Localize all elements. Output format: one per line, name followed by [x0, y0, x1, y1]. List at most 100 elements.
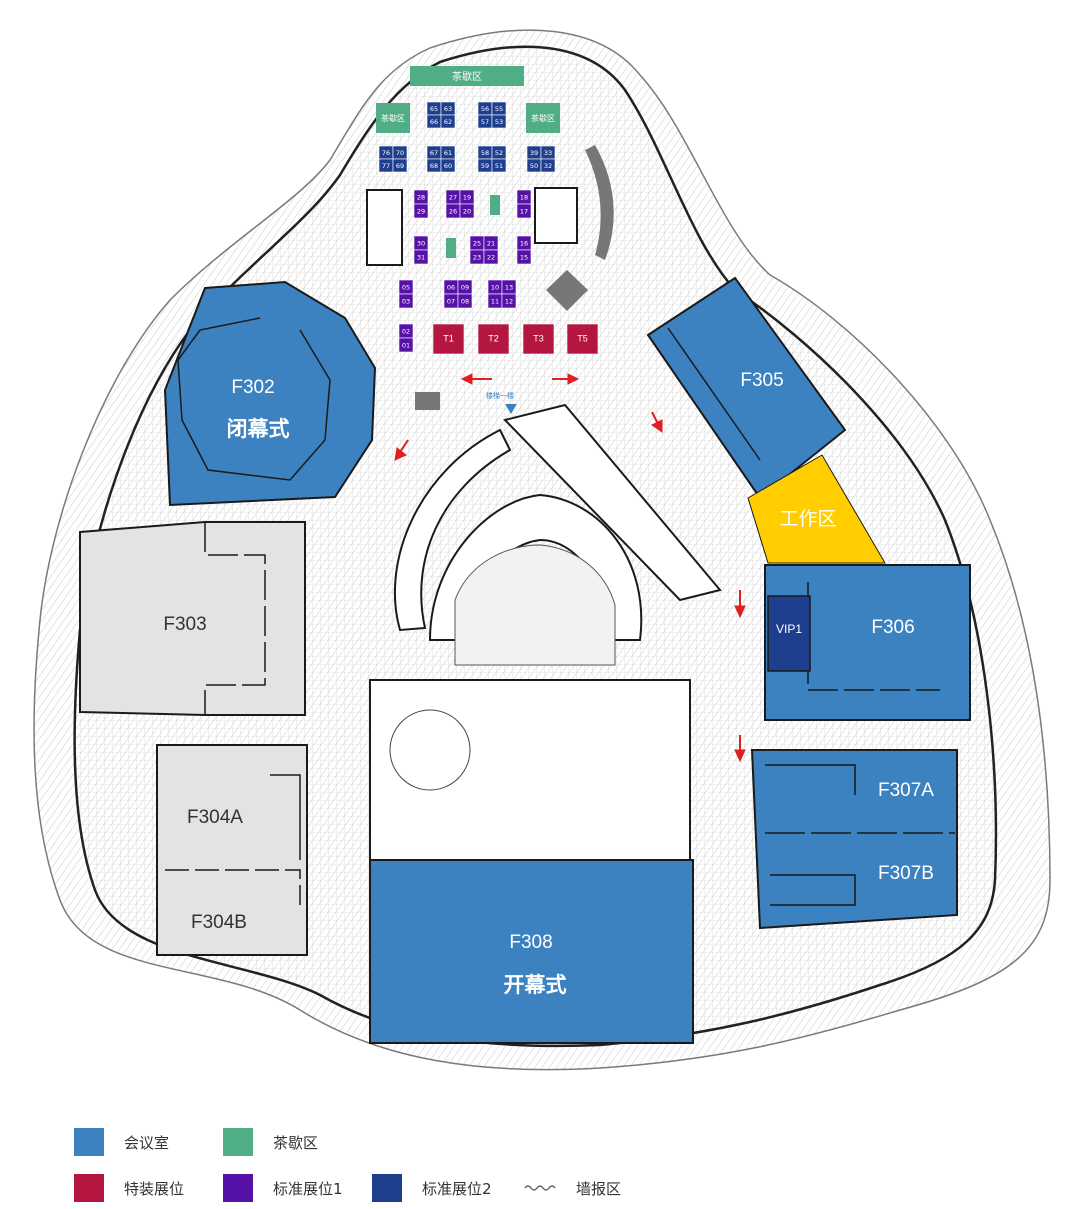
f302-label: F302: [231, 377, 274, 398]
arrow-right-icon: [552, 373, 580, 385]
f304b-label: F304B: [191, 912, 247, 933]
theatre-seating: [454, 544, 616, 666]
std2-booth-label: 51: [495, 162, 503, 170]
room-f304[interactable]: [156, 744, 308, 956]
legend-item-meeting: 会议室: [74, 1128, 169, 1156]
std1-booth-01[interactable]: [398, 337, 414, 353]
f305-inner-wall: [667, 327, 761, 461]
std2-booth-69[interactable]: [392, 158, 408, 173]
wave-icon: [524, 1174, 556, 1202]
arrow-down-right-icon: [651, 411, 663, 433]
central-arc-wall: [393, 428, 512, 632]
special-booth-label: T1: [443, 334, 454, 344]
direction-arrows: [394, 373, 746, 763]
special-booth-T3[interactable]: [522, 323, 555, 355]
std1-booth-22[interactable]: [483, 249, 499, 265]
curved-partition: [585, 145, 614, 260]
std2-booth-62[interactable]: [440, 114, 456, 129]
std1-booth-label: 29: [417, 208, 425, 216]
std1-booth-label: 09: [461, 284, 469, 292]
room-f307[interactable]: [750, 749, 958, 930]
std2-booth-60[interactable]: [440, 158, 456, 173]
tea-break-top[interactable]: [410, 66, 524, 86]
std2-booth-label: 68: [430, 162, 438, 170]
special-booth-label: T3: [533, 334, 544, 344]
entrance-icon: [505, 404, 517, 414]
f306-label: F306: [871, 617, 914, 638]
room-f305[interactable]: [646, 276, 847, 500]
std1-booth-label: 21: [487, 240, 495, 248]
floor-plan-map: F302 闭幕式 F303 F304A F304B F305 工作区 VIP1 …: [33, 29, 1051, 1071]
f304a-label: F304A: [187, 807, 243, 828]
f307a-label: F307A: [878, 780, 934, 801]
std2-booth-53[interactable]: [491, 114, 507, 129]
std1-booth-label: 18: [520, 194, 528, 202]
std2-booth-label: 77: [382, 162, 390, 170]
std1-booth-label: 23: [473, 254, 481, 262]
special-booth-T5[interactable]: [566, 323, 599, 355]
std1-booth-label: 13: [505, 284, 513, 292]
legend-label-tea: 茶歇区: [273, 1133, 319, 1152]
std1-booth-15[interactable]: [516, 249, 532, 265]
std1-booth-17[interactable]: [516, 203, 532, 219]
work-zone-label: 工作区: [779, 508, 836, 530]
arrow-left-icon: [460, 373, 492, 385]
std1-booth-label: 11: [491, 298, 499, 306]
legend-swatch-meeting: [74, 1128, 104, 1156]
vip1-label: VIP1: [776, 622, 802, 636]
special-booth-label: T2: [488, 334, 499, 344]
legend-item-special: 特装展位: [74, 1174, 184, 1202]
std1-booth-label: 31: [417, 254, 425, 262]
std2-booth-label: 76: [382, 149, 390, 157]
tea-break-right[interactable]: [526, 103, 560, 133]
legend-item-tea: 茶歇区: [223, 1128, 318, 1156]
std2-booth-label: 50: [530, 162, 538, 170]
std2-booth-label: 60: [444, 162, 452, 170]
std2-booth-label: 62: [444, 118, 452, 126]
std1-booth-12[interactable]: [501, 293, 517, 309]
vip1-room[interactable]: [767, 595, 811, 672]
std1-booth-20[interactable]: [459, 203, 475, 219]
tea-break-small-2[interactable]: [446, 238, 456, 258]
std2-booth-label: 63: [444, 105, 452, 113]
room-f302[interactable]: [163, 280, 377, 507]
central-hall: [369, 679, 691, 861]
std1-booth-label: 26: [449, 208, 457, 216]
std2-booth-label: 58: [481, 149, 489, 157]
entrance-label: 楼梯一楼: [486, 391, 514, 400]
central-hall-circle: [389, 709, 471, 791]
std1-booth-08[interactable]: [457, 293, 473, 309]
special-booth-T1[interactable]: [432, 323, 465, 355]
std2-booth-label: 32: [544, 162, 552, 170]
legend-item-std1: 标准展位1: [223, 1174, 343, 1202]
std2-booth-label: 57: [481, 118, 489, 126]
work-zone[interactable]: [747, 454, 886, 564]
legend-item-poster: 墙报区: [524, 1174, 621, 1202]
std2-booth-32[interactable]: [540, 158, 556, 173]
std1-booth-29[interactable]: [413, 203, 429, 219]
std1-booth-label: 12: [505, 298, 513, 306]
tea-break-left[interactable]: [376, 103, 410, 133]
f304-inner-wall: [165, 869, 301, 905]
std1-booth-label: 19: [463, 194, 471, 202]
std1-booth-label: 30: [417, 240, 425, 248]
std1-booth-label: 20: [463, 208, 471, 216]
f303-label: F303: [163, 614, 206, 635]
f307b-inner-wall: [770, 874, 856, 906]
stair-core-right: [534, 187, 578, 244]
f302-inner-wall: [177, 317, 331, 481]
f307-inner-wall: [765, 764, 856, 795]
std2-booth-label: 66: [430, 118, 438, 126]
tea-break-small-1[interactable]: [490, 195, 500, 215]
std1-booth-03[interactable]: [398, 293, 414, 309]
std1-booth-label: 07: [447, 298, 455, 306]
pillar-diamond: [546, 270, 588, 311]
std2-booth-51[interactable]: [491, 158, 507, 173]
std1-booth-31[interactable]: [413, 249, 429, 265]
special-booth-T2[interactable]: [477, 323, 510, 355]
std2-booth-label: 55: [495, 105, 503, 113]
std2-booth-label: 67: [430, 149, 438, 157]
room-f308[interactable]: [369, 859, 694, 1044]
